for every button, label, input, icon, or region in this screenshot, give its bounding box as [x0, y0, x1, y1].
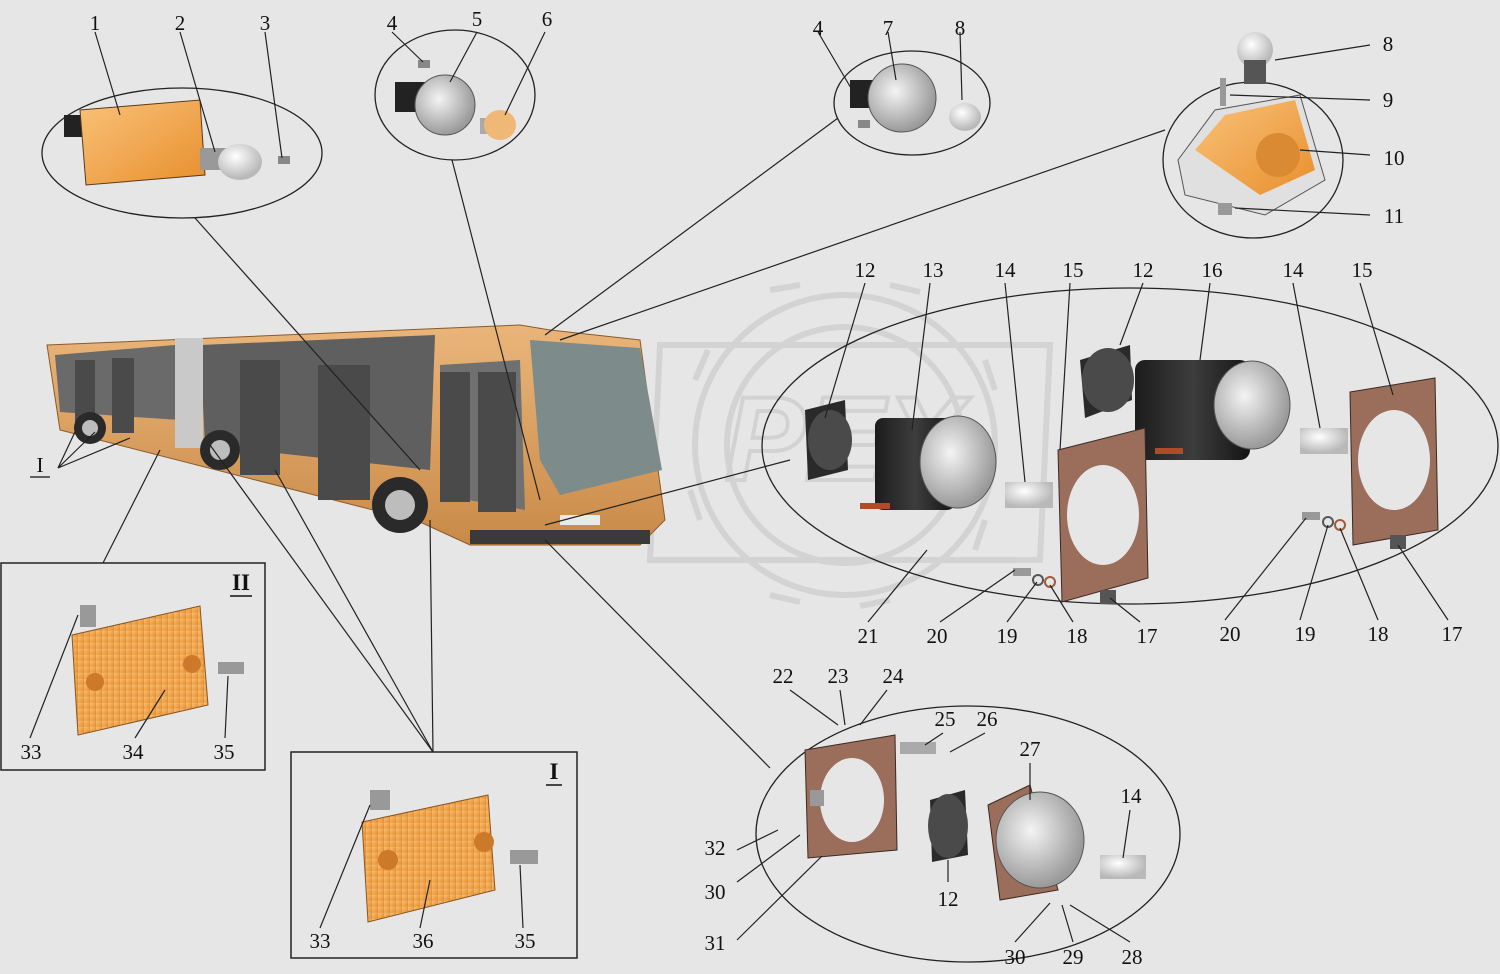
label-13: 13	[923, 258, 944, 282]
label-16: 16	[1202, 258, 1223, 282]
label-30b: 30	[1005, 945, 1026, 969]
part-roof-lamp-10	[1177, 32, 1326, 216]
label-21: 21	[858, 624, 879, 648]
label-33b: 33	[310, 929, 331, 953]
label-35a: 35	[214, 740, 235, 764]
part-reflector-II	[71, 605, 244, 736]
label-8a: 8	[955, 16, 966, 40]
label-bus-I: I	[37, 453, 44, 477]
label-24: 24	[883, 664, 905, 688]
part-headlamp-right	[1080, 345, 1348, 460]
label-2: 2	[175, 11, 186, 35]
label-33a: 33	[21, 740, 42, 764]
part-reflector-I	[361, 790, 538, 923]
label-9: 9	[1383, 88, 1394, 112]
label-14c: 14	[1121, 784, 1143, 808]
label-19b: 19	[1295, 622, 1316, 646]
label-28: 28	[1122, 945, 1143, 969]
bus-illustration	[46, 324, 666, 546]
label-12b: 12	[1133, 258, 1154, 282]
part-fog-lamp-27	[804, 734, 1146, 901]
label-5: 5	[472, 7, 483, 31]
part-mount-plate-15b	[1302, 377, 1439, 549]
leader-lines	[29, 31, 1449, 943]
label-26: 26	[977, 707, 998, 731]
label-7: 7	[883, 16, 894, 40]
label-14b: 14	[1283, 258, 1305, 282]
label-1: 1	[90, 11, 101, 35]
label-32: 32	[705, 836, 726, 860]
label-36: 36	[413, 929, 434, 953]
label-20b: 20	[1220, 622, 1241, 646]
label-12a: 12	[855, 258, 876, 282]
label-35b: 35	[515, 929, 536, 953]
parts	[64, 32, 1439, 923]
label-12c: 12	[938, 887, 959, 911]
part-mount-plate-15a	[1013, 427, 1149, 604]
part-side-repeater	[64, 99, 290, 186]
label-23: 23	[828, 664, 849, 688]
label-4b: 4	[813, 16, 824, 40]
part-marker-lamp-7	[850, 63, 981, 133]
label-8b: 8	[1383, 32, 1394, 56]
label-6: 6	[542, 7, 553, 31]
label-4a: 4	[387, 11, 398, 35]
part-marker-lamp-5	[395, 60, 516, 140]
label-34: 34	[123, 740, 145, 764]
label-18a: 18	[1067, 624, 1088, 648]
label-29: 29	[1063, 945, 1084, 969]
label-15b: 15	[1352, 258, 1373, 282]
part-headlamp-left	[805, 400, 1053, 510]
inset-II-tag: II	[232, 570, 250, 595]
label-20a: 20	[927, 624, 948, 648]
label-25: 25	[935, 707, 956, 731]
part-numbers: 1 2 3 4 5 6 4 7 8 8 9 10 11 12 13 14 15 …	[21, 7, 1463, 969]
label-22: 22	[773, 664, 794, 688]
label-19a: 19	[997, 624, 1018, 648]
label-31: 31	[705, 931, 726, 955]
label-10: 10	[1384, 146, 1405, 170]
inset-I-tag: I	[550, 759, 559, 784]
label-27: 27	[1020, 737, 1041, 761]
label-3: 3	[260, 11, 271, 35]
label-11: 11	[1384, 204, 1404, 228]
label-18b: 18	[1368, 622, 1389, 646]
label-17a: 17	[1137, 624, 1158, 648]
label-17b: 17	[1442, 622, 1463, 646]
label-14a: 14	[995, 258, 1017, 282]
label-30a: 30	[705, 880, 726, 904]
label-15a: 15	[1063, 258, 1084, 282]
